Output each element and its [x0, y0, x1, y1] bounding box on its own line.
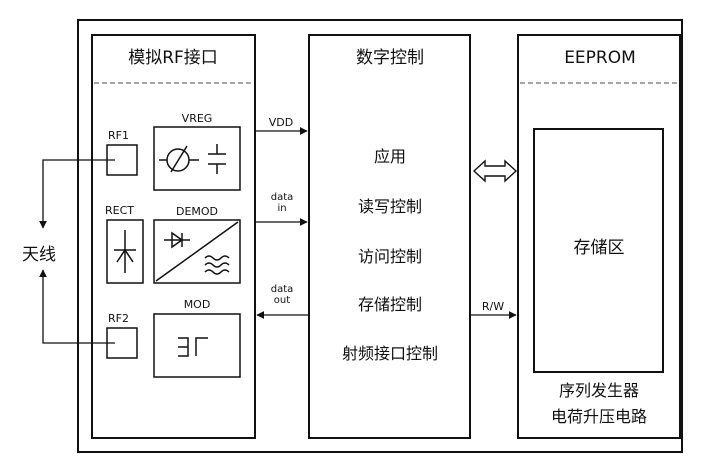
function-item: 射频接口控制 [341, 344, 439, 363]
rf2-label: RF2 [108, 312, 129, 325]
data-out-label: data out [270, 284, 294, 306]
charge-pump-label: 电荷升压电路 [550, 407, 648, 426]
bidirectional-arrow [472, 159, 518, 183]
vdd-label: VDD [268, 116, 294, 129]
sequencer-label: 序列发生器 [558, 381, 640, 400]
storage-area-label: 存储区 [573, 238, 625, 258]
vreg-box [153, 126, 241, 191]
function-item: 存储控制 [357, 295, 423, 314]
digital-block-title: 数字控制 [356, 48, 424, 68]
antenna-label: 天线 [22, 245, 56, 265]
demod-symbol [155, 221, 239, 282]
analog-block-title: 模拟RF接口 [128, 48, 218, 68]
function-item: 读写控制 [357, 197, 423, 216]
data-in-label: data in [270, 192, 294, 214]
analog-block-frame [91, 34, 256, 439]
storage-area-frame [533, 128, 664, 373]
antenna-wiring [39, 159, 115, 344]
digital-block-frame [308, 34, 471, 439]
function-item: 应用 [373, 147, 407, 166]
rect-box [106, 219, 144, 284]
rect-label: RECT [105, 204, 134, 217]
eeprom-block-frame [517, 34, 681, 439]
rw-label: R/W [481, 300, 505, 313]
function-item: 访问控制 [357, 247, 423, 266]
mod-symbol [178, 337, 208, 357]
vreg-symbol [159, 144, 226, 174]
outer-frame [77, 19, 683, 453]
demod-label: DEMOD [175, 205, 219, 218]
rectifier-symbol [114, 230, 136, 273]
vreg-label: VREG [181, 112, 213, 125]
rf1-label: RF1 [108, 129, 129, 142]
eeprom-block-title: EEPROM [564, 48, 636, 68]
mod-box [153, 313, 241, 378]
signal-arrows [255, 127, 517, 319]
mod-label: MOD [183, 298, 211, 311]
demod-box [153, 219, 241, 284]
